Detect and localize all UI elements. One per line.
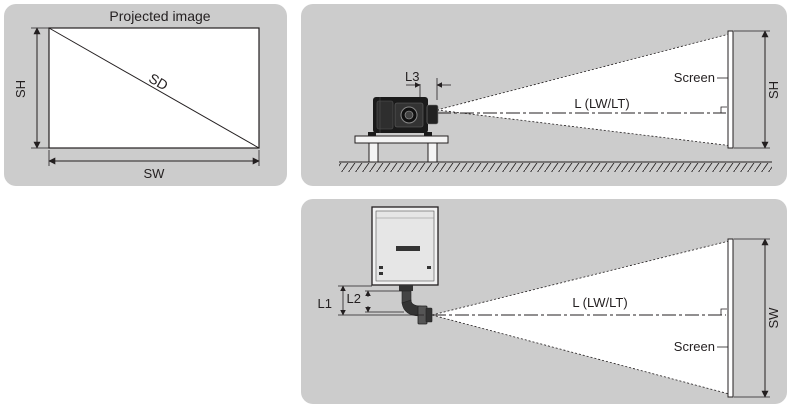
top-light-beam [432,240,733,395]
side-screen-height-label: SH [766,81,781,99]
side-distance-label: L (LW/LT) [574,96,629,111]
diagonal-line [48,27,260,149]
projected-image-panel: Projected image SD SH SW [4,4,287,186]
side-projector [368,97,439,136]
side-view-panel: Screen L (LW/LT) SH L3 [301,4,787,186]
lens-offset-label: L3 [405,69,419,84]
height-label: SH [13,80,28,98]
side-screen [727,30,734,149]
offset-label-2: L2 [347,291,361,306]
top-view-panel: L (LW/LT) Screen SW [301,199,787,404]
side-light-beam [437,33,733,146]
top-screen [727,238,734,398]
side-screen-label: Screen [674,70,715,85]
projected-image-title: Projected image [109,8,210,24]
top-screen-label: Screen [674,339,715,354]
width-label: SW [144,166,166,181]
top-screen-width-label: SW [766,307,781,329]
offset-label-1: L1 [318,296,332,311]
top-distance-label: L (LW/LT) [572,295,627,310]
top-projector [371,206,439,325]
side-table [354,135,449,163]
